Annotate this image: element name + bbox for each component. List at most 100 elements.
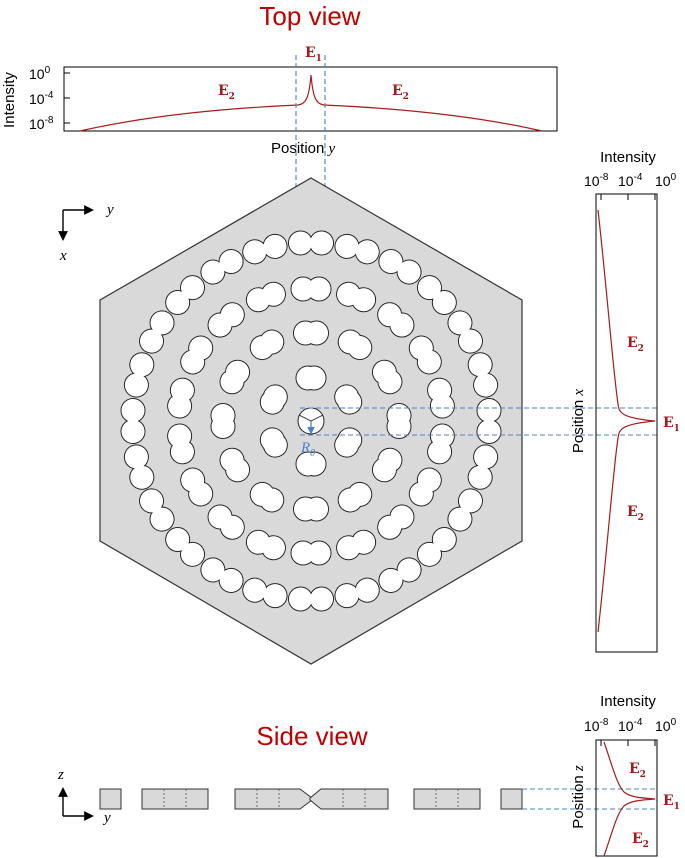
side-axis-z-letter: z: [57, 767, 64, 783]
top-plot-frame: [63, 66, 558, 132]
top-intensity-axis-label: Intensity: [1, 72, 18, 128]
hole: [408, 335, 442, 375]
slab-segment-6: [500, 788, 523, 810]
hole: [467, 444, 499, 490]
top-field-e2-left-label: E2: [218, 83, 235, 102]
hole: [447, 488, 483, 532]
slab-segment-2: [141, 788, 209, 810]
side-tick-2: 10-4: [618, 717, 643, 734]
hole: [290, 540, 332, 566]
side-field-e2-upper-label: E2: [629, 761, 646, 780]
hole: [165, 275, 206, 316]
hole: [200, 249, 244, 285]
radius-r0-label: R0: [300, 440, 315, 459]
hole: [123, 444, 155, 490]
hole: [180, 335, 214, 375]
hole: [123, 352, 155, 398]
hole: [378, 557, 422, 593]
slab-segment-5: [413, 788, 481, 810]
hole: [386, 403, 412, 439]
center-radius-marker: R0: [297, 407, 325, 459]
hole: [427, 377, 455, 419]
hole: [336, 529, 377, 561]
top-axis-y-letter: y: [105, 202, 114, 218]
top-field-e1-label: E1: [305, 45, 322, 64]
side-view-axes-indicator: z y: [57, 767, 111, 826]
position-z-axis-label: Position z: [570, 765, 587, 829]
hexagonal-plate: R0: [99, 177, 523, 665]
hole: [334, 384, 363, 415]
slab-segment-4: [309, 788, 389, 810]
hole: [295, 451, 327, 477]
side-tick-3: 100: [655, 717, 677, 734]
right-field-e2-upper-label: E2: [627, 335, 644, 354]
hole: [207, 504, 245, 540]
hole: [120, 398, 146, 444]
hole: [249, 481, 285, 513]
top-intensity-plot: Intensity 100 10-4 10-8 E1 E2 E2 Positio…: [1, 45, 558, 157]
top-field-e2-right-label: E2: [392, 83, 409, 102]
hole: [371, 447, 403, 483]
side-intensity-axis-label: Intensity: [600, 693, 656, 710]
hole: [249, 329, 285, 361]
hole: [378, 249, 422, 285]
hole: [219, 359, 251, 395]
top-tick-2: 10-4: [29, 90, 54, 107]
hole: [408, 467, 442, 507]
hole: [200, 557, 244, 593]
right-tick-1: 10-8: [584, 172, 609, 189]
slab-segment-1: [99, 788, 122, 810]
top-intensity-curve: [79, 74, 543, 132]
side-intensity-plot: Intensity 10-8 10-4 100 E2 E2 E1 Positio…: [570, 693, 680, 857]
side-view-slab: [99, 788, 523, 810]
hole-array: [120, 230, 502, 612]
hole: [334, 427, 363, 458]
hole: [165, 526, 206, 567]
hole: [377, 302, 415, 338]
hole: [288, 230, 334, 256]
right-intensity-curve: [597, 209, 656, 633]
hole: [337, 481, 373, 513]
hole: [259, 384, 288, 415]
hole: [476, 398, 502, 444]
hole: [219, 447, 251, 483]
hole: [447, 310, 483, 354]
hole: [167, 377, 195, 419]
position-y-axis-label: Position y: [271, 140, 336, 157]
hole: [210, 403, 236, 439]
hole: [293, 320, 329, 346]
right-plot-frame: [595, 193, 658, 653]
right-field-e2-lower-label: E2: [627, 504, 644, 523]
side-tick-1: 10-8: [584, 717, 609, 734]
side-view-title: Side view: [256, 721, 367, 751]
right-tick-2: 10-4: [618, 172, 643, 189]
slab-segment-3: [234, 788, 313, 810]
top-view-axes-indicator: y x: [58, 202, 114, 264]
hole: [416, 275, 457, 316]
hole: [337, 329, 373, 361]
position-x-axis-label: Position x: [570, 389, 587, 454]
top-view-title: Top view: [259, 1, 360, 31]
hole: [288, 586, 334, 612]
hole: [467, 352, 499, 398]
side-plot-frame: [595, 739, 658, 857]
hole: [180, 467, 214, 507]
side-axis-y-letter: y: [102, 810, 111, 826]
hole: [167, 423, 195, 465]
right-intensity-plot: Intensity 10-8 10-4 100 E2 E2 E1 Positio…: [570, 149, 680, 653]
hole: [139, 310, 175, 354]
hole: [242, 577, 288, 609]
hole: [139, 488, 175, 532]
top-axis-x-letter: x: [59, 248, 67, 264]
hole: [293, 496, 329, 522]
hole: [427, 423, 455, 465]
top-tick-3: 10-8: [29, 115, 54, 132]
hole: [334, 233, 380, 265]
hole: [371, 359, 403, 395]
top-tick-1: 100: [29, 65, 51, 82]
hole: [295, 365, 327, 391]
right-intensity-axis-label: Intensity: [600, 149, 656, 166]
right-tick-3: 100: [655, 172, 677, 189]
hole: [334, 577, 380, 609]
